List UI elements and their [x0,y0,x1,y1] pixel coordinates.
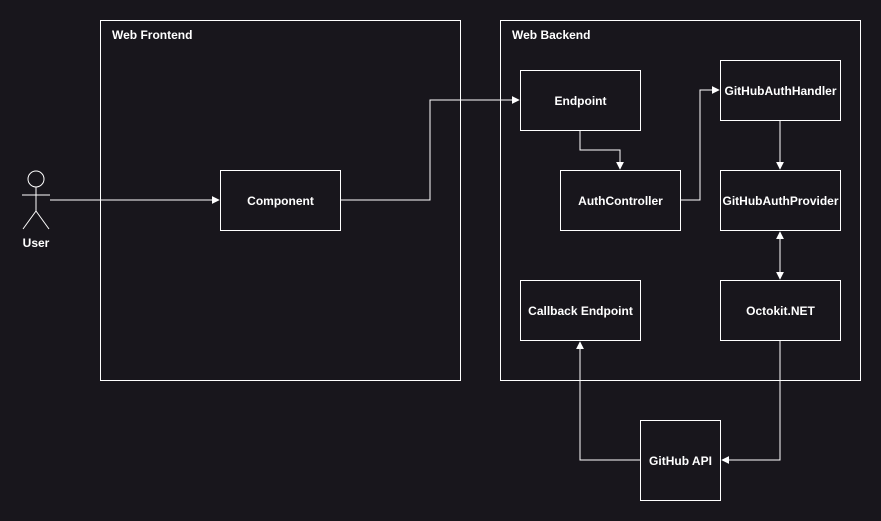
endpoint-node[interactable]: Endpoint [520,70,641,131]
user-actor-icon [22,170,50,230]
callback-endpoint-node[interactable]: Callback Endpoint [520,280,641,341]
component-node[interactable]: Component [220,170,341,231]
github-auth-provider-node[interactable]: GitHubAuthProvider [720,170,841,231]
web-frontend-title: Web Frontend [112,28,193,42]
edge-githubapi-callbackendpoint [576,341,640,461]
edge-component-endpoint [341,96,520,201]
auth-controller-node[interactable]: AuthController [560,170,681,231]
octokit-node[interactable]: Octokit.NET [720,280,841,341]
web-backend-group: Web Backend [500,20,861,381]
user-actor-label: User [22,236,50,250]
github-auth-handler-node[interactable]: GitHubAuthHandler [720,60,841,121]
edge-octokit-githubapi [721,341,781,464]
github-api-node[interactable]: GitHub API [640,420,721,501]
edge-endpoint-authcontroller [579,131,624,170]
web-backend-title: Web Backend [512,28,591,42]
edge-authcontroller-githubauthhandler [681,86,720,201]
